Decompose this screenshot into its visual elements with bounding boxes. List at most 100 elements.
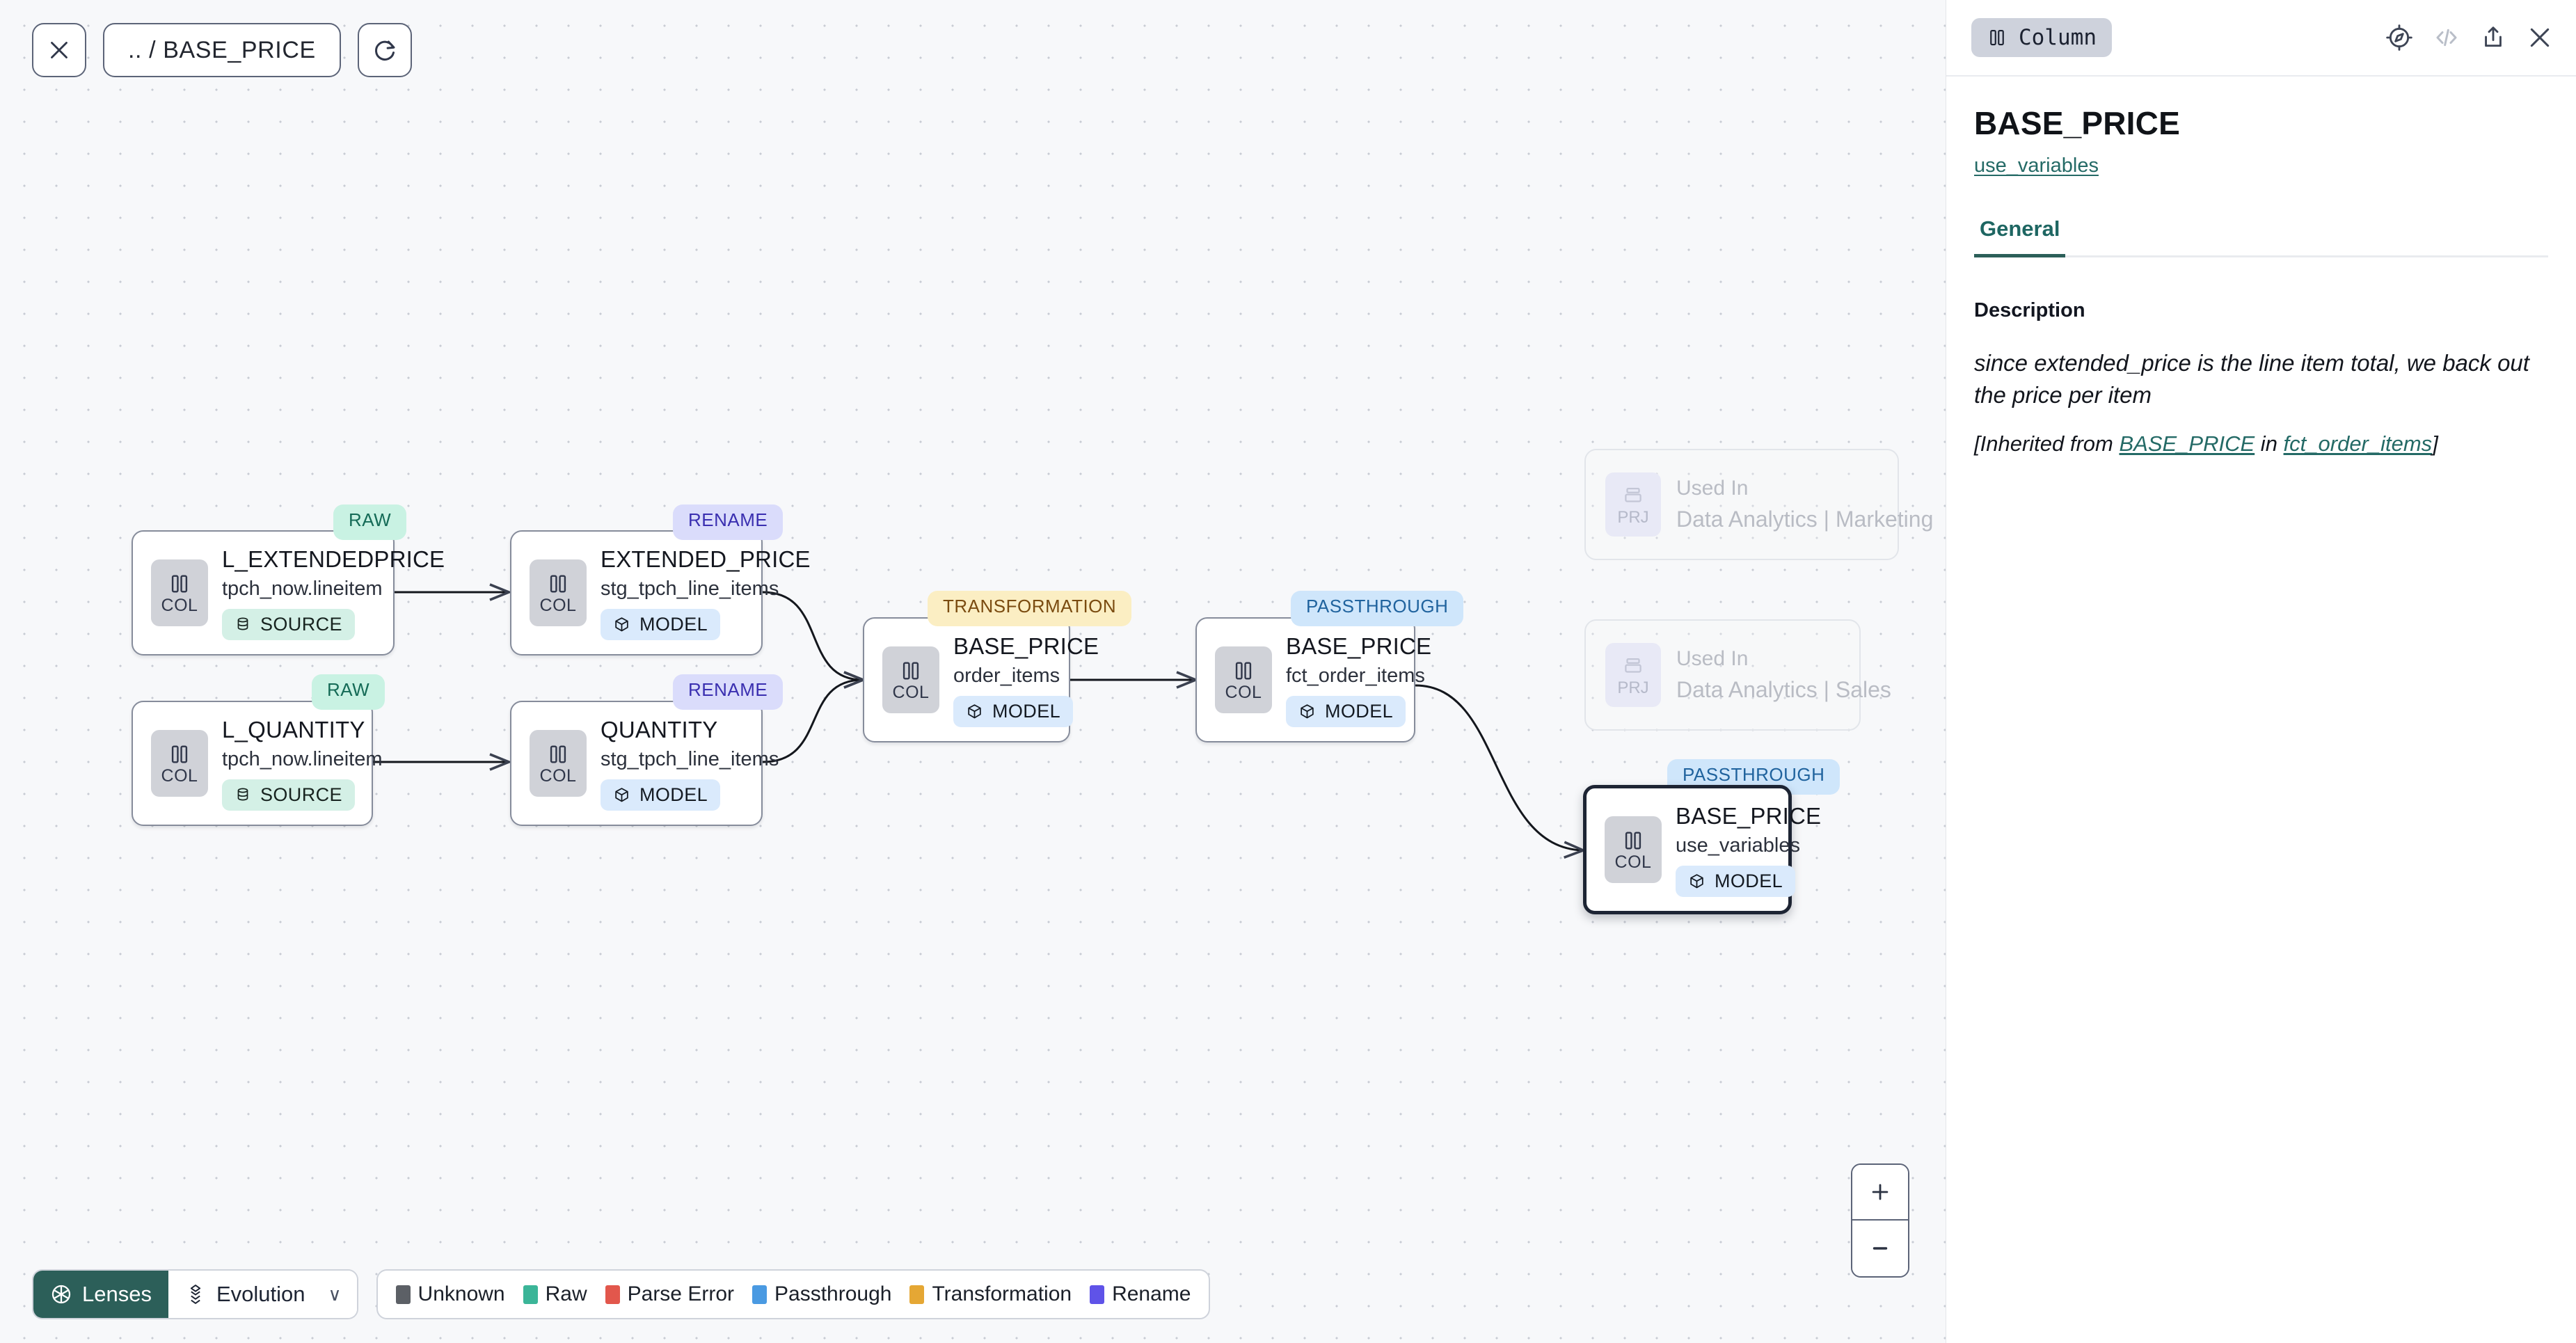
lineage-node-base-price-fct-order-items[interactable]: COL BASE_PRICE fct_order_items MODEL bbox=[1195, 617, 1432, 742]
column-chip-label: COL bbox=[892, 682, 930, 702]
tab-general[interactable]: General bbox=[1974, 216, 2066, 257]
code-icon bbox=[2436, 29, 2457, 47]
description-text: since extended_price is the line item to… bbox=[1974, 350, 2529, 408]
column-chip: COL bbox=[151, 730, 208, 797]
node-tag-rename: RENAME bbox=[673, 674, 784, 710]
node-title: BASE_PRICE bbox=[1676, 802, 1822, 829]
project-icon bbox=[1625, 658, 1641, 673]
node-title: BASE_PRICE bbox=[1286, 633, 1432, 659]
materialization-badge: MODEL bbox=[953, 695, 1074, 727]
column-icon bbox=[550, 745, 566, 763]
materialization-label: MODEL bbox=[1715, 870, 1783, 891]
node-text: BASE_PRICE use_variables MODEL bbox=[1676, 802, 1822, 897]
node-title: L_EXTENDEDPRICE bbox=[222, 546, 445, 572]
ghost-card-used-in-marketing[interactable]: PRJ Used In Data Analytics | Marketing bbox=[1584, 449, 1933, 560]
close-lineage-button[interactable] bbox=[32, 23, 86, 77]
evolution-dropdown[interactable]: Evolution ∨ bbox=[168, 1271, 357, 1318]
node-text: QUANTITY stg_tpch_line_items MODEL bbox=[601, 716, 779, 811]
legend-label: Parse Error bbox=[627, 1282, 734, 1305]
column-icon bbox=[1235, 661, 1252, 680]
materialization-badge: MODEL bbox=[601, 608, 721, 640]
lineage-canvas[interactable]: .. / BASE_PRICE bbox=[0, 0, 1946, 1343]
cube-icon bbox=[1301, 704, 1314, 718]
cube-icon bbox=[615, 787, 628, 802]
inherited-model-link[interactable]: fct_order_items bbox=[2283, 431, 2433, 456]
view-code-button[interactable] bbox=[2433, 24, 2460, 51]
ghost-inner: PRJ Used In Data Analytics | Marketing bbox=[1586, 472, 1946, 537]
details-panel: Column bbox=[1946, 0, 2576, 1343]
legend-label: Transformation bbox=[932, 1282, 1072, 1305]
materialization-badge: MODEL bbox=[1286, 695, 1406, 727]
lineage-node-quantity[interactable]: COL QUANTITY stg_tpch_line_items MODEL bbox=[510, 701, 779, 826]
lineage-legend: Unknown Raw Parse Error Passthrough Tran… bbox=[376, 1269, 1211, 1319]
zoom-in-button[interactable] bbox=[1852, 1165, 1908, 1221]
column-chip-label: COL bbox=[539, 765, 577, 786]
refresh-button[interactable] bbox=[357, 23, 412, 77]
column-chip: COL bbox=[882, 646, 939, 713]
column-chip-label: COL bbox=[161, 595, 198, 615]
legend-swatch bbox=[523, 1285, 538, 1304]
close-panel-button[interactable] bbox=[2526, 24, 2554, 51]
cube-icon bbox=[615, 617, 628, 631]
zoom-out-button[interactable] bbox=[1852, 1221, 1908, 1276]
entity-type-pill: Column bbox=[1971, 18, 2112, 57]
explore-button[interactable] bbox=[2385, 24, 2413, 51]
ghost-inner: PRJ Used In Data Analytics | Sales bbox=[1586, 643, 1911, 707]
node-subtitle: tpch_now.lineitem bbox=[222, 747, 383, 770]
lineage-node-base-price-order-items[interactable]: COL BASE_PRICE order_items MODEL bbox=[863, 617, 1099, 742]
column-icon bbox=[903, 661, 919, 680]
node-subtitle: use_variables bbox=[1676, 834, 1800, 857]
lens-group: Lenses Evolution ∨ bbox=[32, 1269, 358, 1319]
project-chip-label: PRJ bbox=[1617, 678, 1649, 697]
materialization-label: SOURCE bbox=[260, 613, 342, 635]
inherited-prefix: [Inherited from bbox=[1974, 431, 2120, 456]
node-inner: COL BASE_PRICE fct_order_items MODEL bbox=[1197, 633, 1432, 727]
lenses-button[interactable]: Lenses bbox=[33, 1271, 168, 1318]
node-text: L_QUANTITY tpch_now.lineitem SOURCE bbox=[222, 717, 383, 811]
lineage-node-l-extendedprice[interactable]: COL L_EXTENDEDPRICE tpch_now.lineitem SO… bbox=[132, 530, 445, 655]
node-subtitle: fct_order_items bbox=[1286, 664, 1425, 687]
close-icon bbox=[2530, 28, 2550, 47]
database-icon bbox=[237, 617, 248, 630]
details-panel-body: BASE_PRICE use_variables General Descrip… bbox=[1946, 77, 2576, 456]
lineage-node-l-quantity[interactable]: COL L_QUANTITY tpch_now.lineitem SOURCE bbox=[132, 701, 383, 826]
node-inner: COL BASE_PRICE order_items MODEL bbox=[864, 633, 1099, 727]
legend-swatch bbox=[395, 1285, 411, 1304]
database-icon bbox=[237, 788, 248, 801]
node-subtitle: tpch_now.lineitem bbox=[222, 577, 383, 600]
materialization-label: MODEL bbox=[1325, 700, 1394, 722]
details-panel-header: Column bbox=[1946, 0, 2576, 77]
column-icon bbox=[171, 745, 188, 763]
node-inner: COL EXTENDED_PRICE stg_tpch_line_items M… bbox=[511, 546, 811, 640]
model-link[interactable]: use_variables bbox=[1974, 154, 2099, 177]
legend-item-passthrough: Passthrough bbox=[752, 1282, 891, 1306]
node-tag-passthrough: PASSTHROUGH bbox=[1291, 591, 1464, 626]
ghost-project-name: Data Analytics | Marketing bbox=[1676, 507, 1934, 532]
node-inner: COL BASE_PRICE use_variables MODEL bbox=[1587, 802, 1822, 897]
lineage-node-base-price-use-variables[interactable]: COL BASE_PRICE use_variables MODEL bbox=[1583, 785, 1822, 914]
breadcrumb[interactable]: .. / BASE_PRICE bbox=[103, 23, 341, 77]
plus-icon bbox=[1872, 1184, 1889, 1200]
node-title: QUANTITY bbox=[601, 716, 718, 742]
page-title: BASE_PRICE bbox=[1974, 105, 2180, 141]
node-text: BASE_PRICE fct_order_items MODEL bbox=[1286, 633, 1432, 727]
node-tag-raw: RAW bbox=[312, 674, 385, 710]
column-chip-label: COL bbox=[161, 765, 198, 786]
column-icon bbox=[1625, 831, 1641, 850]
node-text: EXTENDED_PRICE stg_tpch_line_items MODEL bbox=[601, 546, 811, 640]
cube-icon bbox=[1690, 873, 1703, 888]
share-button[interactable] bbox=[2480, 24, 2506, 51]
minus-icon bbox=[1873, 1247, 1888, 1250]
materialization-badge: SOURCE bbox=[222, 779, 355, 811]
panel-header-actions bbox=[2385, 24, 2554, 51]
legend-label: Passthrough bbox=[774, 1282, 892, 1305]
legend-swatch bbox=[752, 1285, 767, 1304]
ghost-card-used-in-sales[interactable]: PRJ Used In Data Analytics | Sales bbox=[1584, 619, 1891, 731]
node-tag-raw: RAW bbox=[333, 504, 407, 540]
lineage-node-extended-price[interactable]: COL EXTENDED_PRICE stg_tpch_line_items M… bbox=[510, 530, 811, 655]
inherited-column-link[interactable]: BASE_PRICE bbox=[2119, 431, 2255, 456]
legend-swatch bbox=[909, 1285, 925, 1304]
cube-icon bbox=[968, 704, 981, 718]
node-title: BASE_PRICE bbox=[953, 633, 1099, 659]
project-icon bbox=[1625, 487, 1641, 502]
